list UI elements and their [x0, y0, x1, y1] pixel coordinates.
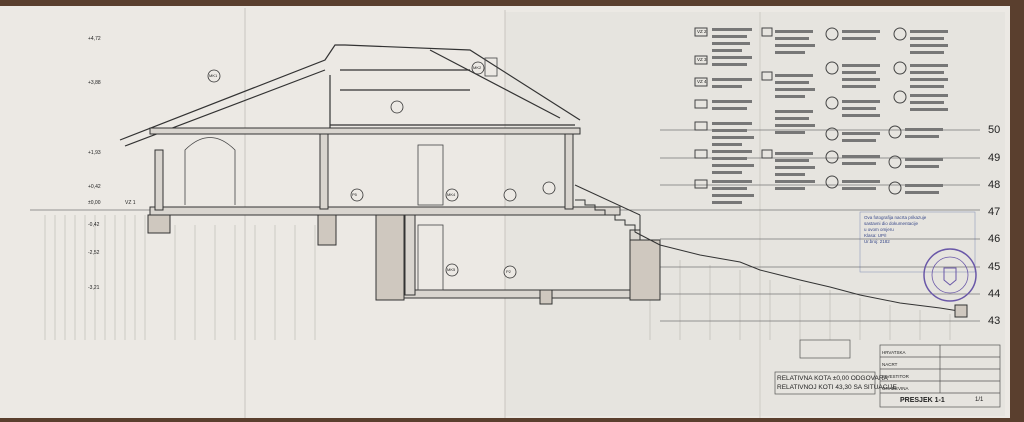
stamp-line: Ur.broj: 2182: [864, 239, 890, 244]
elevation-note: RELATIVNA KOTA ±0,00 ODGOVARA RELATIVNOJ…: [777, 374, 897, 392]
dimension-mark: ±0,00: [88, 200, 101, 206]
title-block: [774, 339, 1001, 408]
level-label: 48: [988, 179, 1001, 191]
dimension-mark: +4,72: [88, 36, 101, 42]
dimension-mark: -2,52: [88, 250, 100, 256]
title-block-row: NACRT: [882, 362, 898, 367]
dimension-mark: +0,42: [88, 184, 101, 190]
level-label: 43: [988, 315, 1001, 327]
title-block-row: HRVATSKA: [882, 350, 906, 355]
dimension-mark: -3,21: [88, 285, 100, 291]
section-tags: [207, 61, 556, 279]
section-tag: MK5: [447, 267, 456, 272]
level-label: 46: [988, 233, 1001, 245]
section-tag: MK1: [209, 73, 218, 78]
dimension-mark: -0,42: [88, 222, 100, 228]
level-label: 44: [988, 288, 1001, 300]
stamp-line: u ovom omjeru: [864, 227, 894, 232]
exterior-stairs: [574, 184, 968, 318]
sheet-number: 1/1: [975, 397, 984, 403]
title-block-rows: HRVATSKA NACRT INVESTITOR GRAĐEVINA: [882, 347, 909, 395]
stamp-line: Ova fotografija nacrta prikazuje: [864, 215, 927, 220]
drawing-title: PRESJEK 1-1: [900, 397, 945, 404]
section-tag: P5: [352, 192, 357, 197]
stamp-line: Klasa: UP/I: [864, 233, 887, 238]
section-tag: MK4: [447, 192, 456, 197]
roof-label: VZ 3: [697, 57, 707, 62]
level-label: 45: [988, 261, 1001, 273]
stamp-line: sastavni dio dokumentacije: [864, 221, 919, 226]
foundations: [147, 214, 661, 305]
elevation-note-line2: RELATIVNOJ KOTI 43,30 SA SITUACIJE: [777, 384, 897, 391]
level-label: 47: [988, 206, 1001, 218]
roof-label: VZ 4: [697, 79, 707, 84]
title-block-row: INVESTITOR: [882, 374, 909, 379]
title-block-row: GRAĐEVINA: [882, 386, 909, 391]
elevation-note-line1: RELATIVNA KOTA ±0,00 ODGOVARA: [777, 375, 888, 382]
dimension-mark: +1,93: [88, 150, 101, 156]
specification-lists: [694, 27, 948, 204]
roof-label: VZ 2: [697, 29, 707, 34]
level-label: 50: [988, 124, 1001, 136]
ground-hatch: [44, 215, 951, 340]
openings: [184, 57, 498, 291]
section-tag: P2: [506, 269, 511, 274]
dimension-mark: +3,88: [88, 80, 101, 86]
level-label: 49: [988, 152, 1001, 164]
roof-label: VZ 1: [125, 200, 136, 206]
stamp-text: Ova fotografija nacrta prikazuje sastavn…: [864, 215, 926, 245]
section-tag: MK2: [473, 65, 482, 70]
approval-stamp: [859, 211, 977, 302]
